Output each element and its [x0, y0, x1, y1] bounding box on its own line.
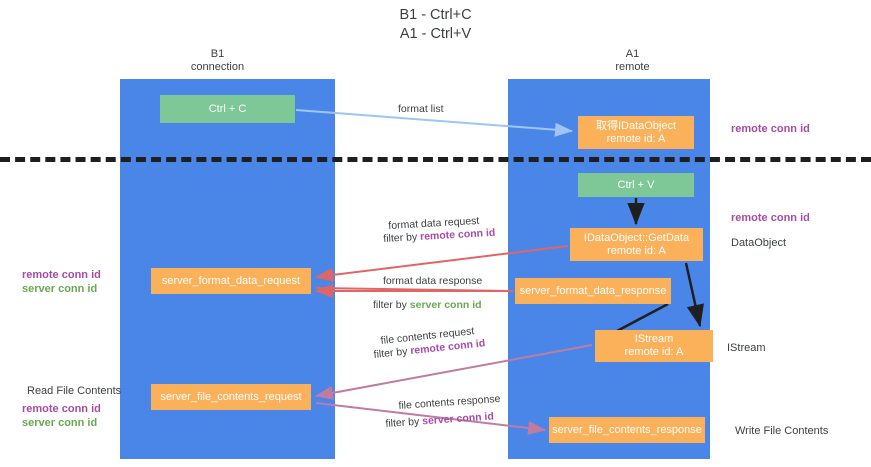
annotation-left-conn-ids-bottom: remote conn id server conn id: [22, 402, 101, 430]
server-conn-id-text: server conn id: [421, 410, 495, 428]
annotation-left-conn-ids-mid: remote conn id server conn id: [22, 268, 101, 296]
node-server-file-contents-response[interactable]: server_file_contents_response: [549, 417, 705, 443]
node-ctrl-c[interactable]: Ctrl + C: [160, 95, 295, 123]
annotation-remote-conn-id-mid: remote conn id: [731, 212, 810, 224]
annotation-dataobject: DataObject: [731, 237, 787, 249]
lane-header-b1: B1 connection: [190, 48, 245, 73]
annotation-write-file-contents: Write File Contents: [735, 425, 829, 437]
page-title: B1 - Ctrl+C A1 - Ctrl+V: [399, 7, 472, 42]
annotation-istream: IStream: [727, 342, 766, 354]
edge-label-format-data-response: format data response: [383, 275, 483, 287]
node-istream[interactable]: IStream remote id: A: [595, 330, 713, 362]
annotation-remote-conn-id-left-bottom: remote conn id: [22, 403, 101, 415]
server-conn-id-text: server conn id: [409, 299, 482, 311]
annotation-server-conn-id-left-bottom: server conn id: [22, 417, 98, 429]
node-ctrl-v[interactable]: Ctrl + V: [578, 173, 694, 197]
node-server-file-contents-request[interactable]: server_file_contents_request: [151, 384, 311, 410]
remote-conn-id-text: remote conn id: [419, 226, 496, 243]
filter-by-text: filter by: [385, 415, 423, 430]
node-server-format-data-response[interactable]: server_format_data_response: [515, 278, 671, 304]
filter-by-text: filter by: [373, 345, 411, 361]
node-idataobject-getdata[interactable]: IDataObject::GetData remote id: A: [570, 228, 703, 261]
phase-divider: [0, 157, 871, 162]
annotation-remote-conn-id-left-mid: remote conn id: [22, 269, 101, 281]
edge-label-filter-by-server-1: filter by server conn id: [373, 298, 482, 312]
annotation-read-file-contents: Read File Contents: [27, 385, 122, 397]
node-idataobject[interactable]: 取得IDataObject remote id: A: [578, 116, 694, 149]
annotation-remote-conn-id-top: remote conn id: [731, 123, 810, 135]
edge-label-format-list: format list: [398, 103, 444, 115]
annotation-server-conn-id-left-mid: server conn id: [22, 283, 98, 295]
filter-by-text: filter by: [383, 230, 421, 245]
node-server-format-data-request[interactable]: server_format_data_request: [151, 268, 311, 294]
lane-header-a1: A1 remote: [615, 48, 650, 73]
filter-by-text: filter by: [373, 299, 410, 311]
